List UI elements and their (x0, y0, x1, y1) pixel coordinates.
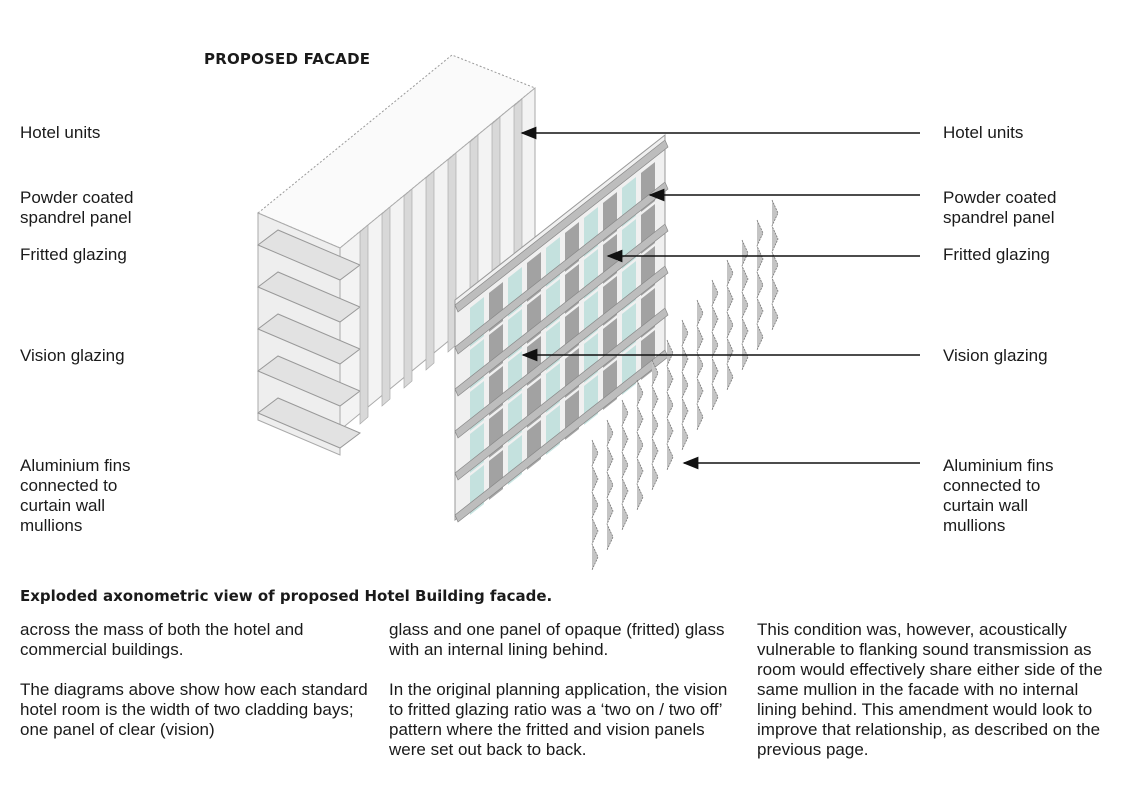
fin (651, 359, 659, 491)
spandrel-band (454, 307, 669, 481)
spandrel-bands (454, 139, 669, 523)
label-left-vision-glazing: Vision glazing (20, 346, 125, 365)
floor-slab (257, 397, 361, 449)
paragraph: The diagrams above show how each standar… (20, 680, 368, 739)
figure-caption: Exploded axonometric view of proposed Ho… (20, 587, 553, 605)
partition (403, 188, 413, 389)
fin (741, 239, 749, 371)
partition (381, 206, 391, 407)
fin (621, 399, 629, 531)
diagram-title: PROPOSED FACADE (204, 50, 371, 68)
fin (606, 419, 614, 551)
paragraph: In the original planning application, th… (389, 680, 728, 759)
label-right-spandrel-panel: Powder coated spandrel panel (943, 188, 1057, 227)
fin (666, 339, 674, 471)
fin (711, 279, 719, 411)
label-right-hotel-units: Hotel units (943, 123, 1024, 142)
hotel-units-block (257, 54, 536, 456)
label-left-spandrel-panel: Powder coated spandrel panel (20, 188, 134, 227)
label-right-aluminium-fins: Aluminium fins connected to curtain wall… (943, 456, 1054, 535)
spandrel-band (454, 223, 669, 397)
spandrel-band (454, 181, 669, 355)
body-column-3: This condition was, however, acousticall… (757, 620, 1107, 780)
paragraph: glass and one panel of opaque (fritted) … (389, 620, 725, 659)
partition (359, 224, 369, 425)
spandrel-band (454, 139, 669, 313)
partition (425, 170, 435, 371)
paragraph: This condition was, however, acousticall… (757, 620, 1103, 759)
spandrel-band (454, 265, 669, 439)
label-right-fritted-glazing: Fritted glazing (943, 245, 1050, 264)
label-right-vision-glazing: Vision glazing (943, 346, 1048, 365)
fin (771, 199, 779, 331)
leader-lines (520, 126, 920, 470)
body-column-2: glass and one panel of opaque (fritted) … (389, 620, 739, 780)
label-left-aluminium-fins: Aluminium fins connected to curtain wall… (20, 456, 131, 535)
floor-slabs (257, 229, 361, 449)
paragraph: across the mass of both the hotel and co… (20, 620, 304, 659)
fin (726, 259, 734, 391)
aluminium-fins (591, 199, 779, 571)
fin (636, 379, 644, 511)
curtain-wall-panel (454, 133, 669, 523)
label-left-fritted-glazing: Fritted glazing (20, 245, 127, 264)
fin (756, 219, 764, 351)
fin (591, 439, 599, 571)
fin (696, 299, 704, 431)
fin (681, 319, 689, 451)
body-column-1: across the mass of both the hotel and co… (20, 620, 370, 760)
label-left-hotel-units: Hotel units (20, 123, 101, 142)
